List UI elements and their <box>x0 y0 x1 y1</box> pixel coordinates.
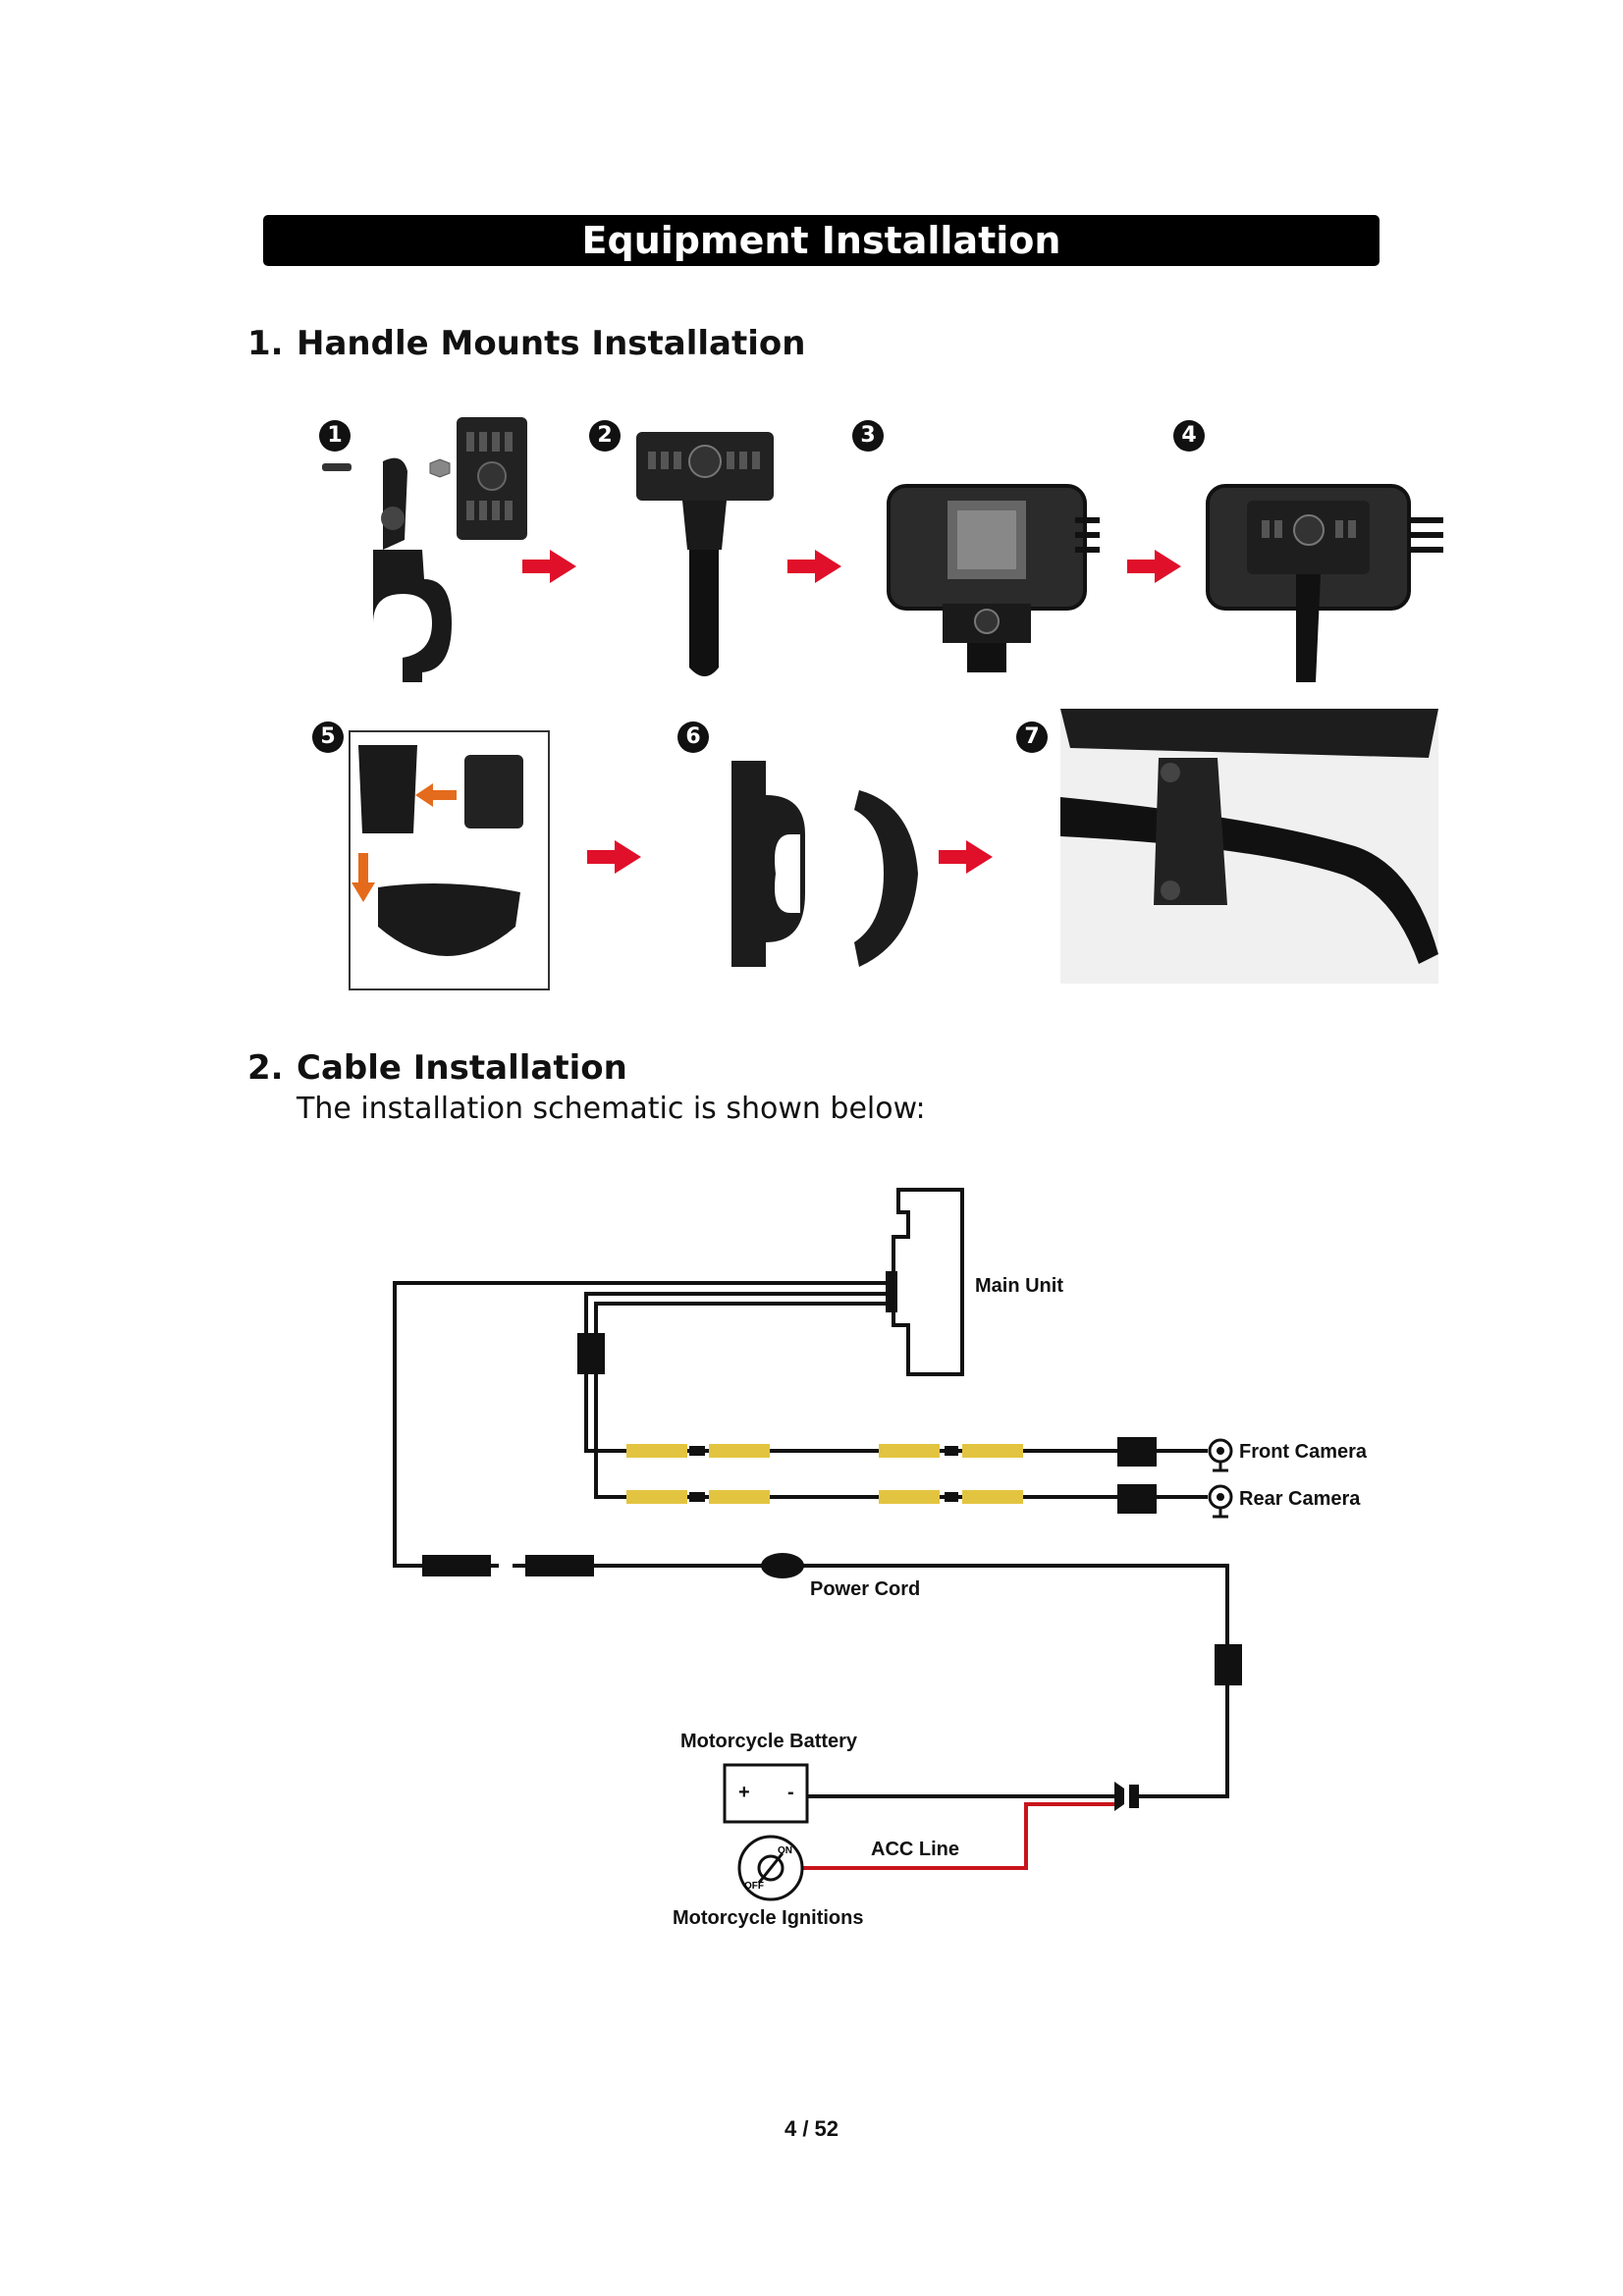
step-5-photo <box>349 730 550 990</box>
label-rear-camera: Rear Camera <box>1239 1488 1361 1510</box>
step-6-photo <box>731 761 918 967</box>
section-banner: Equipment Installation <box>263 215 1380 266</box>
battery-plus: + <box>738 1782 750 1803</box>
step-badge-7: 7 <box>1016 721 1048 753</box>
step-badge-1: 1 <box>319 420 351 452</box>
step-arrow-icon <box>587 840 641 874</box>
step-4-photo <box>1206 484 1443 682</box>
section-heading-cable: 2. Cable Installation <box>247 1048 627 1088</box>
front-camera-icon <box>1208 1438 1233 1472</box>
main-unit-icon <box>892 1188 964 1376</box>
step-2-photo <box>636 432 774 676</box>
section-number: 1. <box>247 324 284 363</box>
ignition-key-icon: ON OFF <box>737 1835 804 1901</box>
step-7-photo <box>1060 709 1438 984</box>
step-badge-5: 5 <box>312 721 344 753</box>
cable-intro-text: The installation schematic is shown belo… <box>297 1092 926 1126</box>
step-arrow-icon <box>939 840 993 874</box>
battery-minus: - <box>787 1782 794 1803</box>
page-number: 4 / 52 <box>784 2116 839 2141</box>
step-arrow-icon <box>1127 550 1181 583</box>
cable-segments <box>626 1444 1023 1504</box>
rear-camera-icon <box>1208 1484 1233 1519</box>
label-front-camera: Front Camera <box>1239 1441 1368 1463</box>
section-number: 2. <box>247 1048 284 1088</box>
label-power-cord: Power Cord <box>810 1578 920 1600</box>
label-acc-line: ACC Line <box>871 1839 959 1860</box>
section-title: Cable Installation <box>297 1048 627 1088</box>
ignition-off: OFF <box>744 1881 764 1892</box>
ignition-on: ON <box>778 1845 792 1856</box>
section-title: Handle Mounts Installation <box>297 324 806 363</box>
step-badge-4: 4 <box>1173 420 1205 452</box>
step-1-photo <box>322 417 527 682</box>
step-badge-6: 6 <box>677 721 709 753</box>
step-3-photo <box>887 484 1100 672</box>
label-battery: Motorcycle Battery <box>680 1731 858 1752</box>
step-arrow-icon <box>787 550 841 583</box>
label-ignition: Motorcycle Ignitions <box>673 1907 863 1929</box>
section-heading-handle-mounts: 1. Handle Mounts Installation <box>247 324 805 363</box>
step-badge-3: 3 <box>852 420 884 452</box>
wiring-diagram: Main Unit Front Camera Rear Camera Power… <box>393 1188 1368 1929</box>
step-badge-2: 2 <box>589 420 621 452</box>
battery-icon <box>723 1763 809 1824</box>
step-arrow-icon <box>522 550 576 583</box>
label-main-unit: Main Unit <box>975 1275 1063 1297</box>
